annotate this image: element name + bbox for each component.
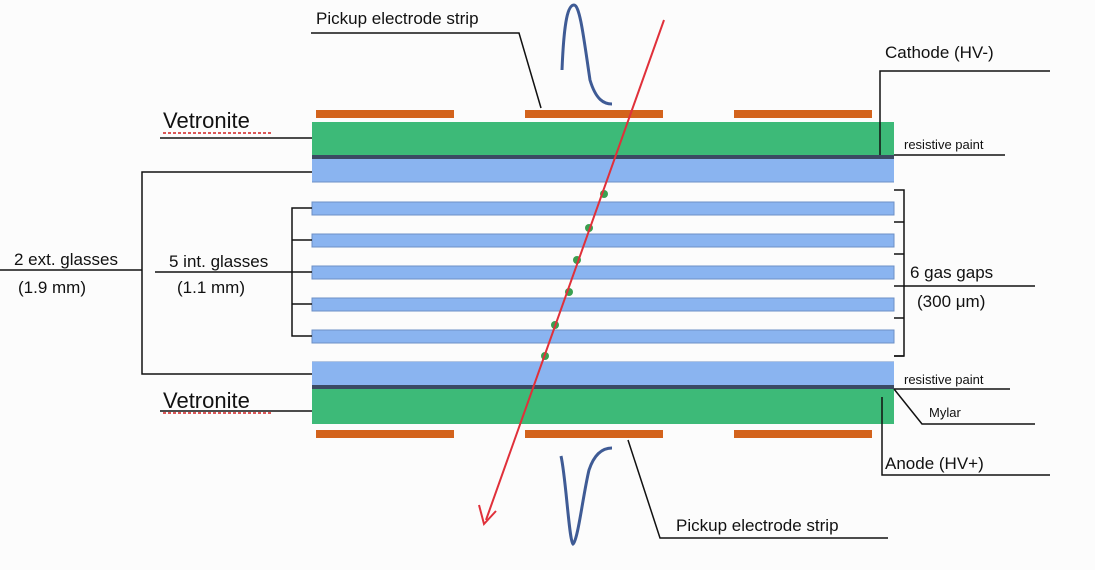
pickup-strip xyxy=(316,430,454,438)
external-glass-bottom xyxy=(312,362,894,385)
signal-pulse-bottom xyxy=(559,446,613,547)
internal-glass xyxy=(311,329,895,344)
pickup-bottom-label: Pickup electrode strip xyxy=(676,516,839,535)
internal-glass xyxy=(311,297,895,312)
vetronite-layer-top xyxy=(312,122,894,155)
particle-track xyxy=(478,19,665,527)
ext-glasses-thickness: (1.9 mm) xyxy=(18,278,86,297)
vetronite-top-label: Vetronite xyxy=(163,108,250,133)
ext-glasses-label: 2 ext. glasses xyxy=(14,250,118,269)
int-glasses-label: 5 int. glasses xyxy=(169,252,268,271)
vetronite-bottom-label: Vetronite xyxy=(163,388,250,413)
resistive-paint-bottom-label: resistive paint xyxy=(904,372,984,387)
internal-glasses xyxy=(311,201,895,344)
resistive-paint-top-label: resistive paint xyxy=(904,137,984,152)
int-glasses-thickness: (1.1 mm) xyxy=(177,278,245,297)
gas-gaps-label: 6 gas gaps xyxy=(910,263,993,282)
internal-glass xyxy=(311,265,895,280)
anode-label: Anode (HV+) xyxy=(885,454,984,473)
leader-lines xyxy=(0,32,1050,539)
resistive-paint-top xyxy=(312,155,894,159)
pickup-strip xyxy=(525,110,663,118)
pickup-strip xyxy=(734,110,872,118)
pickup-top-label: Pickup electrode strip xyxy=(316,9,479,28)
internal-glass xyxy=(311,201,895,216)
gas-gaps-thickness: (300 μm) xyxy=(917,292,985,311)
vetronite-layer-bottom xyxy=(312,389,894,424)
mylar-label: Mylar xyxy=(929,405,961,420)
resistive-paint-bottom xyxy=(312,385,894,389)
pickup-strips-bottom xyxy=(316,430,872,438)
signal-pulse-top xyxy=(560,3,613,106)
pickup-strip xyxy=(525,430,663,438)
cathode-label: Cathode (HV-) xyxy=(885,43,994,62)
external-glass-top xyxy=(312,159,894,182)
pickup-strips-top xyxy=(316,110,872,118)
pickup-strip xyxy=(734,430,872,438)
track-arrowhead xyxy=(478,504,497,527)
pickup-strip xyxy=(316,110,454,118)
internal-glass xyxy=(311,233,895,248)
